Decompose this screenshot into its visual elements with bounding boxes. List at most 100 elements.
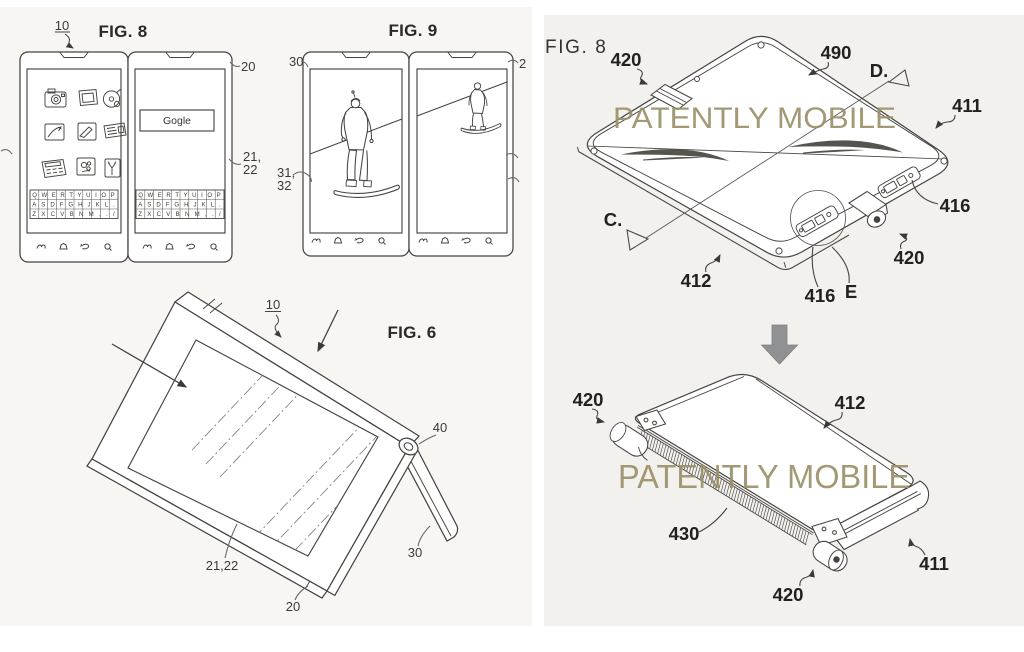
fig6-ref-30-leader [417,525,431,547]
down-arrow [760,324,799,365]
app-icon-music [102,89,122,108]
slope-line-right [416,81,508,117]
ref-412-top: 412 [681,270,712,291]
fig6-ref-40-leader [418,434,437,445]
connector-416-upper [877,166,921,198]
fig6-ref-20: 20 [286,599,300,614]
search-box [139,109,215,132]
ref-411-bottom: 411 [919,553,949,574]
search-icon [378,237,386,245]
ref-416-bottom: 416 [805,285,836,306]
fig8-ref-22: 22 [243,162,257,177]
fig8-phone-left: QWERTYUIOP ASDFGHJKL. ZXCVBNM,./ [19,51,129,263]
figure-8-right-bottom: PATENTLY MOBILE 420 412 430 411 420 [573,373,949,605]
ref-412-bottom-leader [823,411,843,429]
search-box-text: Gogle [163,115,191,127]
app-icon-touch [44,123,65,141]
folded-inner-line-tr [755,378,912,485]
fig6-arrow-top [317,309,339,353]
keyboard: QWERTYUIOP ASDFGHJKL. ZXCVBNM,./ [135,189,225,219]
fig9-phone-right: 30 31, 32 2 [277,51,526,257]
fig8-label: FIG. 8 [98,22,147,41]
ref-430-leader [698,507,728,533]
folded-side-face [827,480,930,551]
ref-C: C. [604,209,623,230]
fig9-ref-2: 2 [519,56,526,71]
ref-420-bottom: 420 [773,584,804,605]
fig9-ref-2-leader [507,59,519,64]
smudge-right [788,140,903,153]
back-icon [79,243,90,250]
snowboarder-small [460,82,502,134]
fig6-screen [127,339,379,557]
ref-412-bottom: 412 [835,392,866,413]
fig9-ref-30-leader [300,60,309,68]
fig6-rear-leg [401,439,459,542]
home-icon [165,242,174,250]
nav-buttons [311,236,386,245]
ref-E: E [845,281,857,302]
cap-left-420 [609,409,667,461]
speaker-notch [165,52,195,58]
figure-6: FIG. 6 10 40 30 21,22 20 [86,291,459,614]
ref-412-top-leader [705,254,721,273]
nav-buttons [142,242,218,251]
fig8-ref-20-leader [229,61,241,68]
fig8-left-edge-tick [0,148,13,155]
ref-490: 490 [821,42,852,63]
fig8-ref-21: 21, [243,149,261,164]
fig6-ref-40: 40 [433,420,447,435]
fig9-ref-31: 31, [277,165,295,180]
ref-420-bottom-leader [799,568,815,587]
reflection-smudges [621,140,903,161]
smudge-left-echo [643,157,705,161]
app-icon-calculator [41,158,67,179]
app-icon-tools [104,158,121,178]
fig8-ref-21-leader [228,158,242,165]
fig6-ref-2122-leader [224,523,238,559]
fig8-phone-right-group: Gogle QWERTYUIOP ASDFGHJKL. ZXCVBNM,./ 2… [0,21,982,614]
fig6-ref-30: 30 [408,545,422,560]
ref-420-bottomright-leader [898,233,908,250]
ref-416-bottom-leader [811,246,819,288]
nav-buttons [418,236,493,245]
speaker-notch [341,52,371,58]
detail-circle [790,190,846,246]
connector-416-lower [795,205,839,237]
fig6-hinge [398,437,419,456]
figure-8-left: FIG. 8 10 QWERTYUIOP ASDFGHJKL. ZXCVBNM,… [0,18,982,614]
hinge-bracket-top [650,83,693,111]
fig6-bottom-strip [86,458,328,599]
ref-420-left-leader [591,408,606,424]
fig9-right-edge-tick2 [507,176,520,183]
speaker-notch [59,52,89,58]
back-icon [461,237,471,244]
app-icon-news [103,122,127,139]
figure-8-right-top: FIG. 8 PATENTLY MOBILE 420 490 D. 411 41… [545,35,982,306]
ref-416-right: 416 [940,195,971,216]
fig6-ref-2122: 21,22 [206,558,239,573]
ref-416-right-leader [911,179,939,205]
ref-420-bottomright: 420 [894,247,925,268]
tablet-fold-seam [587,145,945,160]
fig9-right-edge-tick1 [505,152,519,159]
fig6-arrow-screen [111,343,188,388]
tablet-side-edge [578,151,850,271]
phone-screen [416,68,508,234]
snowboarder-large [333,90,400,198]
fig6-label: FIG. 6 [387,323,436,342]
home-icon [59,242,68,250]
fig6-device [86,291,459,599]
ref-420-topleft-leader [636,68,649,85]
folded-side [827,480,930,551]
fig9-phone-left: 30 31, 32 2 FIG. 6 10 40 30 21,22 20 FIG… [86,35,982,614]
cap-right-420 [811,517,848,572]
fig9-ref-30: 30 [289,54,303,69]
app-icon-camera [44,88,67,108]
fig8-phone-right: Gogle QWERTYUIOP ASDFGHJKL. ZXCVBNM,./ 2… [0,51,261,263]
menu-icon [142,244,152,249]
app-icon-gallery [78,88,99,107]
keyboard: QWERTYUIOP ASDFGHJKL. ZXCVBNM,./ [29,189,119,219]
menu-icon [36,244,46,249]
